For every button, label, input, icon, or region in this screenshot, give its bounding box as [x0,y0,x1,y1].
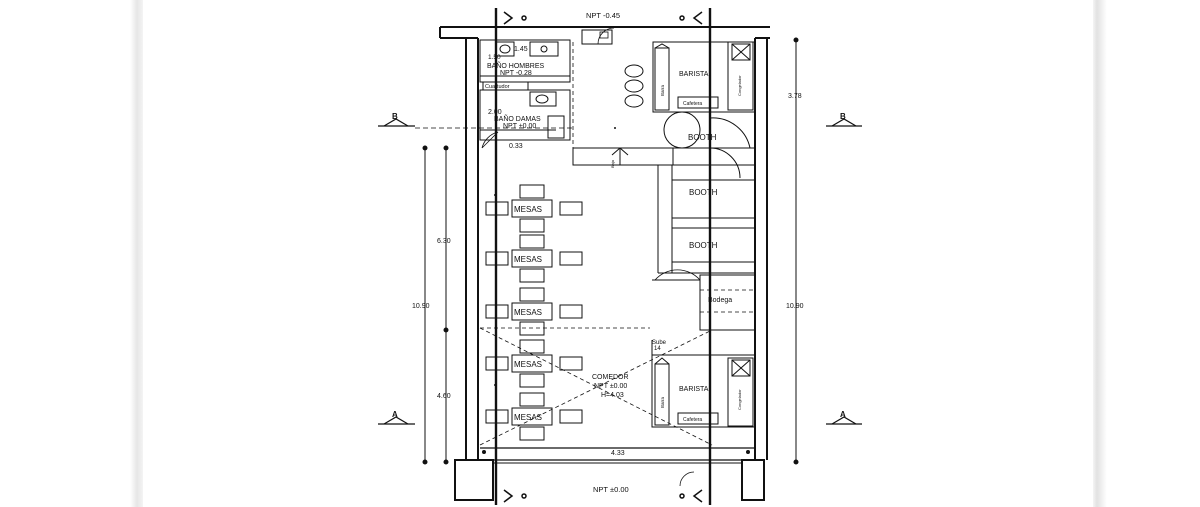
mesa-4-label: MESAS [514,360,542,369]
barista-top-label: BARISTA [679,71,709,78]
left-dimensions [422,145,449,465]
bottom-facade [480,447,755,487]
barista-top [652,41,756,113]
section-a-right-label: A [840,410,846,419]
men-bath-dim-a: 1.45 [514,46,528,53]
axis-lines [494,8,712,505]
cafetera-bottom-label: Cafetera [683,417,702,423]
barista-bottom-label: BARISTA [679,386,709,393]
stair-label: Baja [610,159,615,168]
section-b-right [826,118,862,127]
mesa-row-1 [485,184,583,233]
dim-1090-left: 10.90 [412,303,430,310]
right-dimensions [793,37,799,465]
women-bath-level: NPT ±0.00 [503,123,536,130]
barra-top-label: Barra [660,84,665,96]
women-bath-name: BAÑO DAMAS [494,114,541,123]
booth-3-label: BOOTH [689,241,718,250]
outer-walls [439,26,770,501]
section-a-right [826,416,862,425]
sube-num: 14 [654,346,661,352]
dim-1090-right: 10.90 [786,303,804,310]
dim-460: 4.60 [437,393,451,400]
men-bath-dim-b: 1.50 [488,54,501,61]
bath-door-swing [481,131,499,149]
men-bath-level: NPT -0.28 [500,70,532,77]
booth-1-label: BOOTH [688,133,717,142]
section-b-left [378,118,575,129]
top-door [581,27,615,45]
level-bottom: NPT ±0.00 [593,485,629,494]
comedor-level: NPT ±0.00 [594,383,627,390]
dim-378: 3.78 [788,93,802,100]
small-dim: 0.33 [509,143,523,150]
page-shadow-left [0,0,143,507]
mesa-row-5 [485,392,583,441]
barista-bottom [651,340,756,428]
axis-markers [503,11,703,503]
barra-bottom-label: Barra [660,396,665,408]
women-bathroom [479,89,571,141]
women-bath-dim: 2.00 [488,109,502,116]
congelador-bottom-label: Congelador [737,389,742,410]
comedor-name: COMEDOR [592,374,629,381]
section-a-left [378,416,415,425]
mesa-1-label: MESAS [514,205,542,214]
mesa-row-3 [485,287,583,336]
booth-door-arc [709,147,741,179]
booth-2-label: BOOTH [689,188,718,197]
stair-strip [572,147,674,166]
section-b-left-label: B [392,112,398,121]
mesa-row-4 [485,339,583,388]
bodega [652,269,756,331]
dim-630: 6.30 [437,238,451,245]
mesa-3-label: MESAS [514,308,542,317]
section-b-right-label: B [840,112,846,121]
bodega-label: Bodega [708,297,732,304]
sube-label: Sube [652,340,667,346]
level-top: NPT -0.45 [586,11,620,20]
small-dots [482,127,750,454]
cleaning-label: Cuartudor [485,84,510,90]
page-shadow-right [1093,0,1200,507]
booth-1 [663,111,755,149]
comedor-height: H=4.03 [601,392,624,399]
congelador-top-label: Congelador [737,75,742,96]
mesa-2-label: MESAS [514,255,542,264]
mesa-row-2 [485,234,583,283]
cafetera-top-label: Cafetera [683,101,702,107]
men-bath-name: BAÑO HOMBRES [487,61,545,70]
mesa-5-label: MESAS [514,413,542,422]
dim-433: 4.33 [611,450,625,457]
section-a-left-label: A [392,410,398,419]
bar-stools [624,64,644,108]
booth-stairs [657,164,756,274]
